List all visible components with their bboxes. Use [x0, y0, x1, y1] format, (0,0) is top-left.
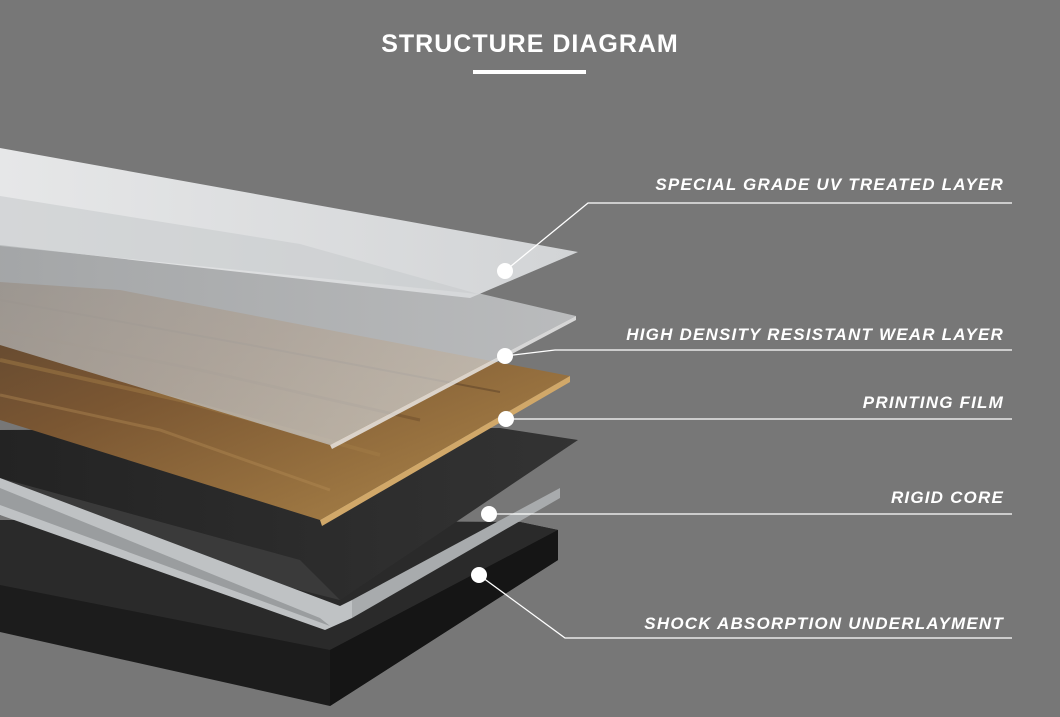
rigid-core-layer: [0, 428, 578, 630]
leader-lines: [478, 202, 1012, 639]
leader-line-wear: [504, 349, 1012, 357]
leader-line-uv: [504, 202, 1012, 272]
leader-line-underlayment: [478, 574, 1012, 639]
marker-dot-underlayment: [471, 567, 487, 583]
marker-dot-wear: [497, 348, 513, 364]
label-wear-layer: HIGH DENSITY RESISTANT WEAR LAYER: [626, 325, 1004, 344]
label-underlayment: SHOCK ABSORPTION UNDERLAYMENT: [644, 614, 1004, 633]
diagram-title: STRUCTURE DIAGRAM: [381, 30, 679, 58]
title-underline: [473, 70, 586, 74]
label-uv-layer: SPECIAL GRADE UV TREATED LAYER: [655, 175, 1004, 194]
marker-dot-uv: [497, 263, 513, 279]
uv-layer: [0, 148, 578, 298]
label-printing-film: PRINTING FILM: [862, 393, 1004, 412]
marker-dot-core: [481, 506, 497, 522]
label-rigid-core: RIGID CORE: [890, 488, 1004, 507]
marker-dot-printing: [498, 411, 514, 427]
